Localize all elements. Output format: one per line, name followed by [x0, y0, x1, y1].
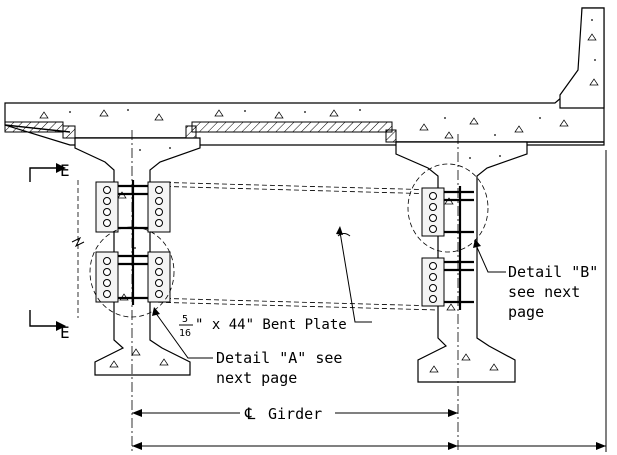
overall-dimension-arrow-right: [596, 442, 606, 450]
bent-plate-denominator: 16: [179, 328, 191, 339]
detail-a-leader-arrow: [152, 307, 160, 316]
girder-dimension-arrow-right: [448, 409, 458, 417]
left-connection-upper: [95, 181, 171, 233]
overall-dimension-arrow-mid: [448, 442, 458, 450]
left-connection-lower: [95, 251, 171, 303]
haunch-left-pad: [62, 125, 76, 139]
haunch-right-pad: [385, 129, 397, 143]
bent-plate: [149, 181, 439, 311]
detail-b-circle: [407, 163, 489, 253]
deck-texture: [39, 19, 599, 139]
girder-dimension-arrow-left: [132, 409, 142, 417]
detail-a-label-line1: Detail "A" see: [216, 349, 342, 367]
girder-centerline-symbol: ℄: [244, 404, 256, 423]
bent-plate-leader: [339, 231, 372, 323]
bent-plate-label: " x 44" Bent Plate: [195, 317, 347, 333]
detail-b-label-line3: page: [508, 303, 544, 321]
detail-a-label-line2: next page: [216, 369, 297, 387]
detail-b-label-line1: Detail "B": [508, 263, 598, 281]
detail-b-leader: [475, 244, 506, 273]
haunch-mid-pad: [185, 125, 197, 139]
section-cut-e: [29, 163, 85, 331]
detail-b-label-line2: see next: [508, 283, 580, 301]
bent-plate-mark: [337, 233, 351, 237]
section-mark-bottom: E: [60, 323, 70, 342]
detail-b-leader-arrow: [473, 239, 481, 248]
girder-dimension-label: Girder: [268, 405, 322, 423]
parapet: [559, 7, 605, 109]
haunch-hatch-middle: [191, 121, 393, 133]
left-girder-texture: [109, 147, 171, 368]
detail-a-leader: [154, 311, 213, 359]
right-connection-lower: [421, 257, 474, 307]
bent-plate-leader-arrow: [336, 226, 343, 235]
bent-plate-numerator: 5: [182, 314, 188, 325]
section-mark-top: E: [60, 161, 70, 180]
haunch-hatch-left: [4, 121, 64, 133]
overall-dimension-arrow-left: [132, 442, 142, 450]
